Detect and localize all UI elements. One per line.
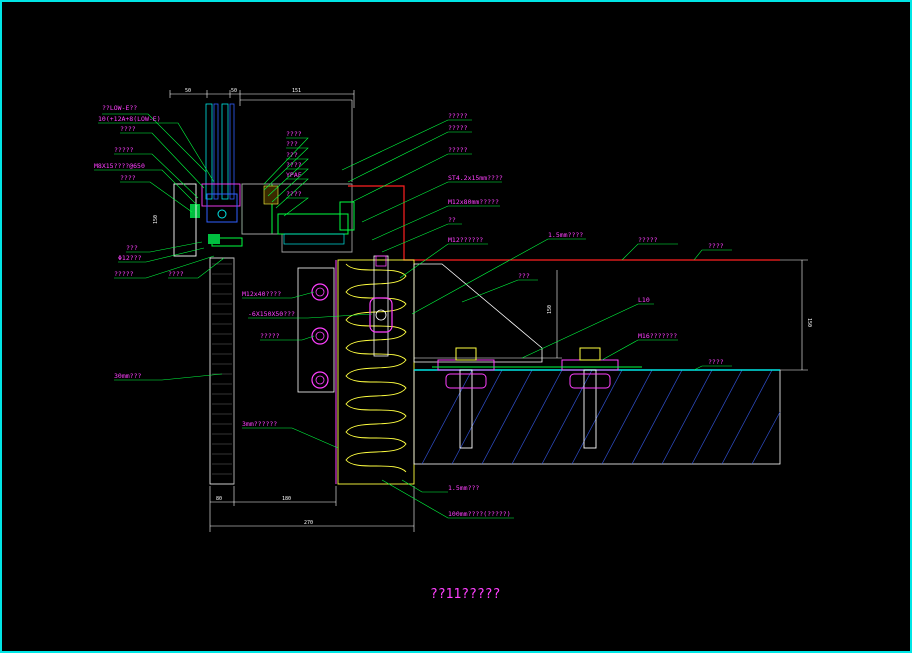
- dim-vertical-mid: 150: [547, 305, 553, 314]
- label-left-9: ?????: [114, 270, 134, 278]
- left-wall: [209, 257, 235, 485]
- label-bolt-m12x80: M12x80mm?????: [448, 198, 499, 206]
- label-low-e-glass: ??LOW-E??: [102, 104, 137, 112]
- label-bolt-m12x40: M12x40????: [242, 290, 281, 298]
- label-ypaf: YPAF: [286, 171, 302, 179]
- drawing-caption: ??11?????: [430, 587, 500, 602]
- leader-lines: [94, 113, 732, 519]
- label-right-11: ???: [518, 272, 530, 280]
- dim-top-1: 50: [185, 88, 191, 94]
- label-left-6: ????: [120, 174, 136, 182]
- bracket-bolt: [369, 255, 393, 357]
- dim-top-2: 50: [231, 88, 237, 94]
- dim-bottom-1: 80: [216, 496, 222, 502]
- angle-bracket: [413, 263, 562, 363]
- label-left-3: ????: [120, 125, 136, 133]
- dim-vertical-right: 150: [806, 318, 812, 327]
- label-right-10: ????: [708, 242, 724, 250]
- label-left-7: ???: [126, 244, 138, 252]
- label-center-6: ????: [286, 190, 302, 198]
- label-anchor-m16: M16???????: [638, 332, 677, 340]
- label-right-9: ?????: [638, 236, 658, 244]
- label-left-10: ????: [168, 270, 184, 278]
- label-right-1: ?????: [448, 112, 468, 120]
- label-plate-spec: -6X150X50???: [248, 310, 295, 318]
- label-sheet-1-5mm: 1.5mm????: [548, 231, 583, 239]
- label-bottom-100mm: 100mm????(?????): [448, 510, 511, 518]
- label-screw-spec: M8X15????@650: [94, 162, 145, 170]
- anchor-bolt-2: [561, 347, 619, 449]
- label-bottom-1-5mm: 1.5mm???: [448, 484, 479, 492]
- label-left-4: ?????: [114, 146, 134, 154]
- top-dimensions: [169, 90, 355, 108]
- label-3mm: 3mm??????: [242, 420, 277, 428]
- label-self-tapping-screw: ST4.2x15mm????: [448, 174, 503, 182]
- mullion-assembly: [173, 99, 355, 257]
- label-center-2: ???: [286, 140, 298, 148]
- embedded-plate: [297, 267, 335, 393]
- label-center-1: ????: [286, 130, 302, 138]
- right-dimension: [556, 259, 808, 371]
- label-glass-spec: 10(+12A+8(LOW-E): [98, 115, 161, 123]
- red-flashing: [348, 185, 780, 261]
- label-right-2: ?????: [448, 124, 468, 132]
- anchor-bolt-1: [437, 347, 495, 449]
- label-30mm: 30mm???: [114, 372, 141, 380]
- label-right-14: ????: [708, 358, 724, 366]
- dim-vertical-left: 150: [153, 215, 159, 224]
- dim-bottom-3: 270: [304, 520, 313, 526]
- label-rod-spec: Φ12???: [118, 254, 142, 262]
- label-right-3: ?????: [448, 146, 468, 154]
- label-bolt-m12: M12??????: [448, 236, 483, 244]
- insulation-layer: [335, 259, 415, 485]
- concrete-slab: [413, 369, 781, 465]
- label-center-3: ???: [286, 151, 298, 159]
- dim-bottom-2: 180: [282, 496, 291, 502]
- bottom-dimensions: [209, 486, 415, 532]
- label-right-6: ??: [448, 216, 456, 224]
- label-center-4: ????: [286, 161, 302, 169]
- dim-top-3: 151: [292, 88, 301, 94]
- label-middle-3: ?????: [260, 332, 280, 340]
- label-l10: L10: [638, 296, 650, 304]
